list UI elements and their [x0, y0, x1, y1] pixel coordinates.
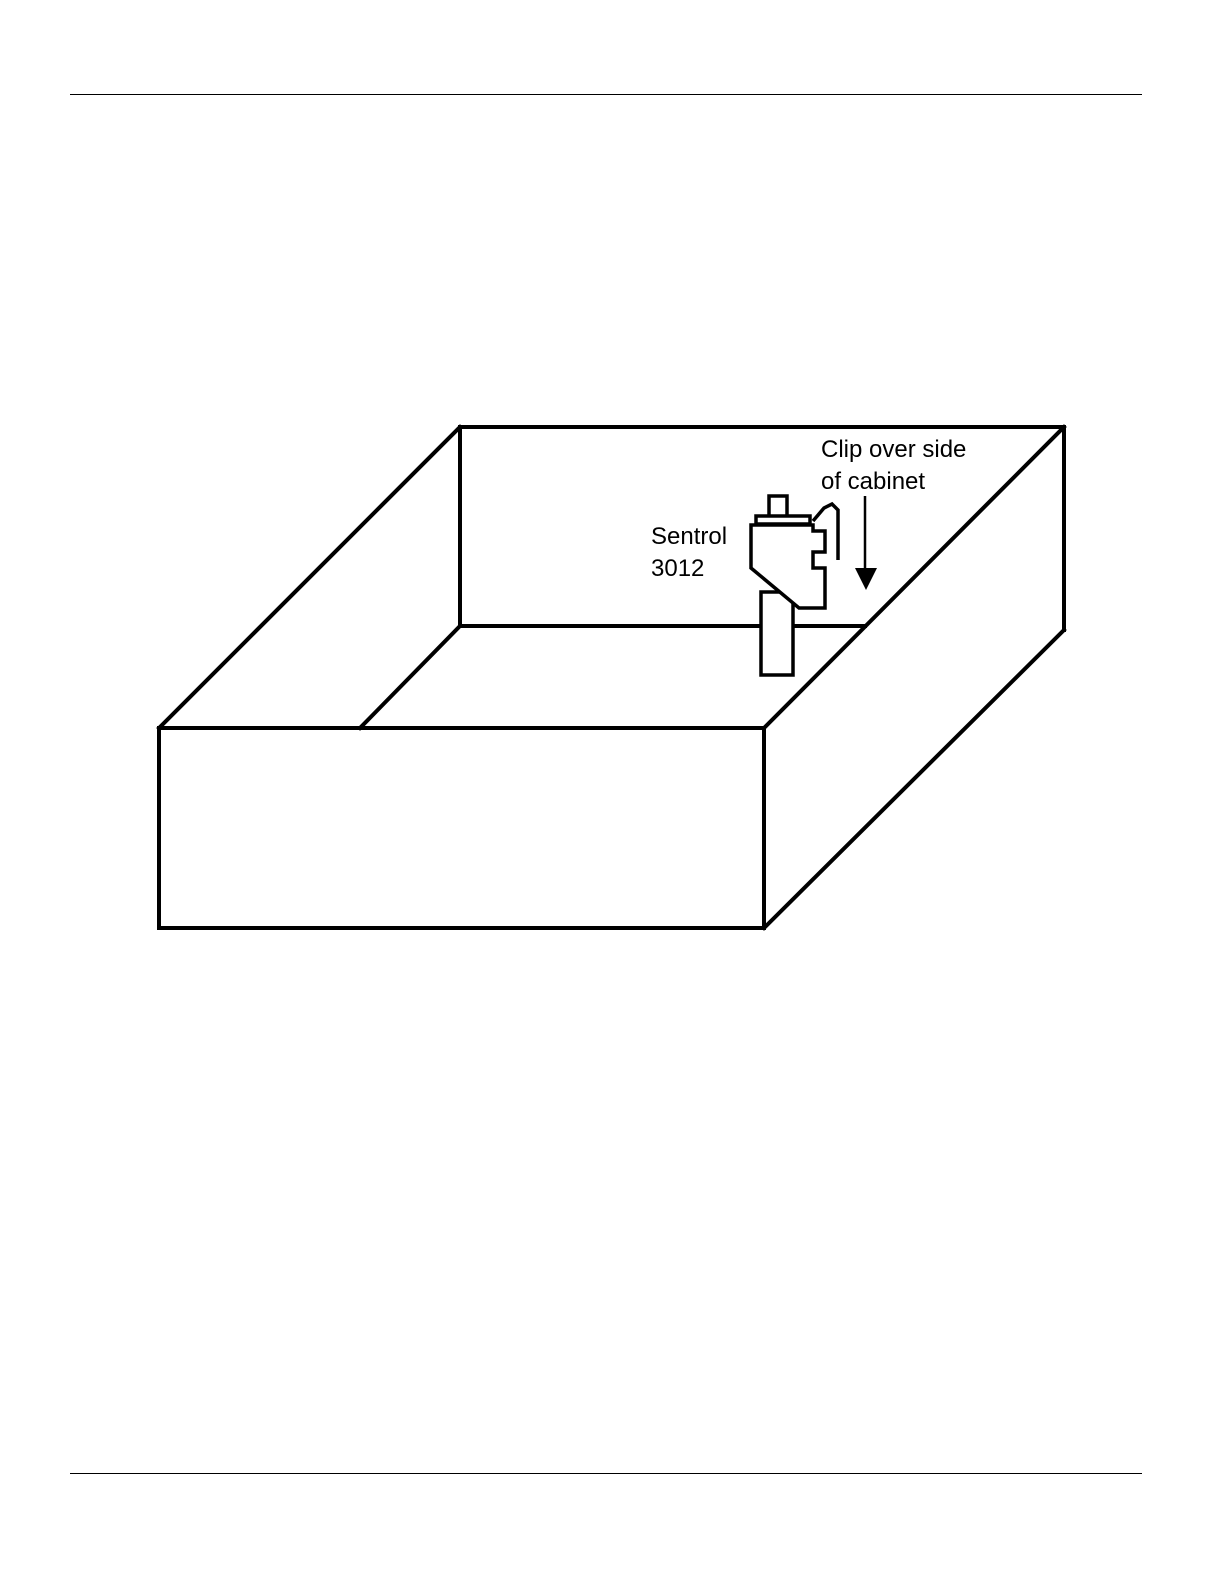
- sentrol-device: [751, 496, 838, 675]
- device-label: Sentrol 3012: [651, 521, 727, 585]
- clip-callout-label: Clip over side of cabinet: [821, 434, 966, 498]
- clip-arrow: [855, 496, 877, 590]
- device-stem: [761, 592, 793, 675]
- clip-callout-line-2: of cabinet: [821, 466, 966, 498]
- cabinet-right-bottom-edge: [764, 630, 1064, 928]
- device-label-line-2: 3012: [651, 553, 727, 585]
- device-label-line-1: Sentrol: [651, 521, 727, 553]
- footer-rule: [70, 1473, 1142, 1474]
- cabinet-left-top-edge: [159, 427, 460, 728]
- device-collar: [756, 516, 810, 524]
- cabinet-front-face: [159, 728, 764, 928]
- clip-callout-line-1: Clip over side: [821, 434, 966, 466]
- cabinet-floor-left-edge: [360, 626, 460, 728]
